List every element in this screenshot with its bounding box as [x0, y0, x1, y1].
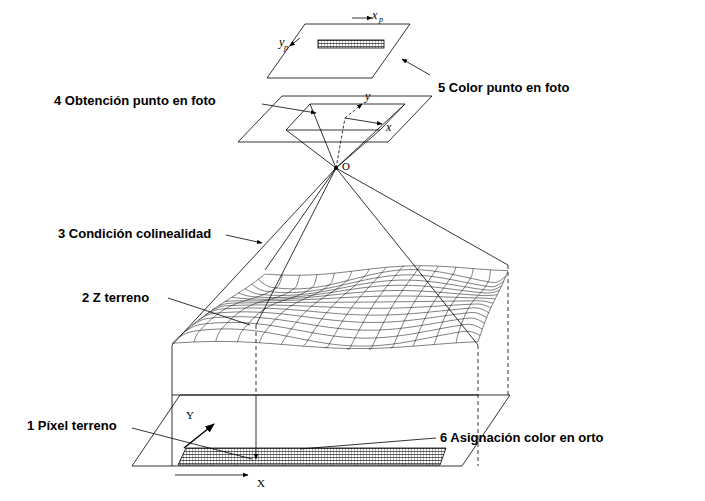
projection-center	[334, 166, 337, 169]
projection-ray	[265, 168, 336, 270]
leader-line	[300, 438, 436, 449]
mesh-line	[258, 270, 506, 289]
axis-subscript: p	[284, 44, 288, 52]
mesh-line	[252, 275, 504, 293]
image-plane	[238, 96, 432, 142]
mesh-line	[259, 273, 334, 343]
mesh-line	[238, 285, 499, 297]
axis-arrow	[345, 104, 362, 118]
projection-ray	[172, 168, 336, 345]
photo-plane	[267, 24, 410, 78]
projection-ray	[336, 168, 478, 345]
axis-label: y	[365, 90, 370, 102]
mesh-line	[369, 266, 422, 350]
mesh-line	[172, 274, 265, 343]
leader-line	[132, 428, 252, 459]
projection-ray	[336, 104, 405, 168]
projection-ray	[286, 130, 336, 168]
step-label: 3 Condición colinealidad	[58, 227, 211, 240]
axis-label: y	[279, 36, 284, 48]
leader-line	[262, 104, 316, 113]
axis-arrow	[184, 424, 214, 448]
step-label: 5 Color punto en foto	[438, 81, 569, 94]
leader-line	[226, 235, 262, 243]
box-edge	[478, 345, 479, 466]
axis-arrow	[352, 18, 372, 19]
height-line	[256, 395, 257, 459]
step-label: 6 Asignación color en orto	[440, 431, 603, 444]
axis-arrow	[290, 38, 300, 46]
mesh-line	[265, 266, 508, 276]
point-label: O	[342, 161, 350, 172]
leader-line	[402, 59, 430, 75]
collinearity-ray	[256, 168, 336, 325]
mesh-line	[225, 296, 495, 301]
mesh-line	[245, 280, 502, 295]
step-label: 2 Z terreno	[82, 291, 149, 304]
leader-line	[168, 298, 250, 325]
box-edge	[172, 345, 173, 466]
mesh-line	[172, 341, 478, 348]
terrain-mesh	[172, 266, 508, 350]
box-edge	[508, 265, 509, 395]
mesh-line	[391, 266, 439, 348]
axis-arrow	[175, 475, 248, 476]
step-label: 4 Obtención punto en foto	[54, 94, 216, 107]
step-label: 1 Píxel terreno	[27, 419, 117, 432]
axis-label: x	[386, 121, 391, 133]
mesh-line	[478, 271, 508, 342]
axis-label: Y	[186, 410, 194, 421]
projection-ray	[336, 168, 508, 265]
mesh-line	[212, 304, 491, 310]
photo-pixel-grid	[318, 40, 384, 48]
mesh-line	[219, 301, 494, 306]
mesh-line	[456, 270, 491, 343]
axis-label: X	[257, 478, 265, 489]
axis-arrow	[345, 118, 382, 124]
axis-subscript: p	[379, 16, 383, 24]
axis-label: x	[372, 9, 377, 21]
height-line	[256, 325, 257, 395]
